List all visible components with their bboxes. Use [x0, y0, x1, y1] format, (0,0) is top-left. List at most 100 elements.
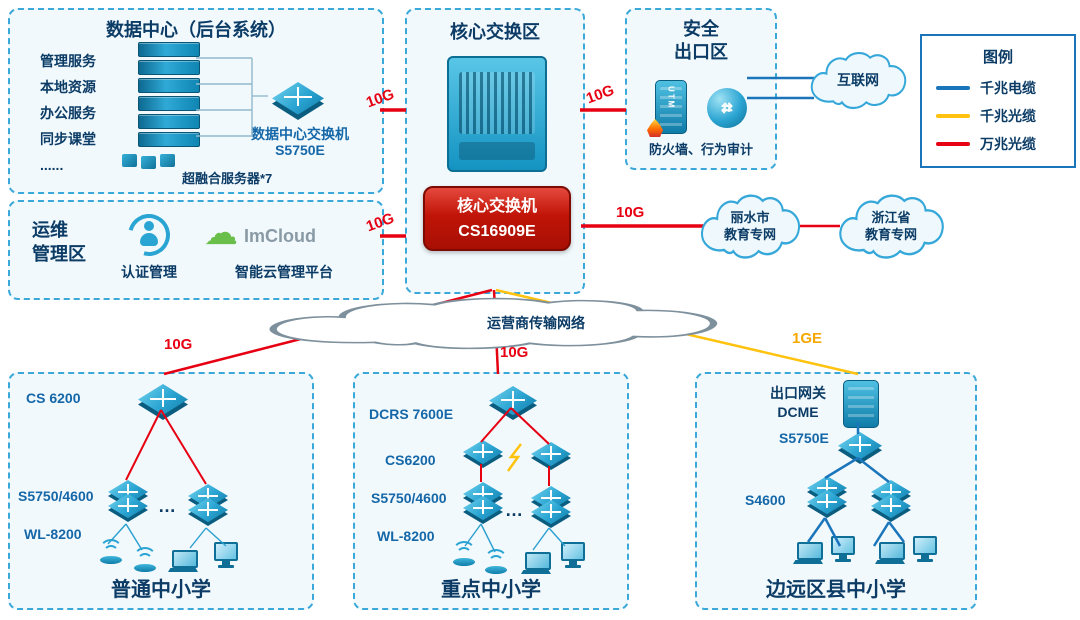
link-label-school1: 10G — [164, 336, 193, 353]
flame-icon — [647, 119, 663, 137]
school-zone-key: DCRS 7600E CS6200 S5750/4600 … WL-8200 重… — [353, 372, 629, 610]
ops-title-line2: 管理区 — [32, 244, 86, 264]
datacenter-service-list: 管理服务 本地资源 办公服务 同步课堂 ...... — [40, 48, 96, 178]
lishui-cloud-label-line2: 教育专网 — [723, 227, 776, 242]
auth-management-icon — [120, 206, 178, 264]
monitor-icon — [214, 542, 238, 568]
imcloud-cloud-icon: ☁ — [204, 214, 238, 252]
lishui-cloud-label-line1: 丽水市 — [730, 210, 770, 225]
datacenter-switch-name: 数据中心交换机 — [251, 126, 349, 142]
stack-switch-icon — [807, 490, 847, 518]
imcloud-brand: ImCloud — [244, 226, 316, 246]
zhejiang-cloud-label-line2: 教育专网 — [864, 227, 917, 242]
legend-label-ten-gig-fiber: 万兆光缆 — [980, 136, 1036, 152]
core-zone: 核心交换区 核心交换机 CS16909E — [405, 8, 585, 294]
school2-wlan-label: WL-8200 — [377, 528, 435, 544]
school3-access-label: S4600 — [745, 492, 786, 508]
school2-core-switch-label: DCRS 7600E — [369, 406, 454, 422]
link-label-school3: 1GE — [792, 330, 823, 347]
laptop-icon — [521, 552, 551, 574]
school1-core-switch-label: CS 6200 — [26, 390, 81, 406]
school1-more: … — [158, 496, 176, 516]
legend-line-blue — [936, 86, 970, 90]
service-item: 本地资源 — [40, 79, 96, 95]
stack-switch-icon — [108, 494, 148, 522]
zhejiang-cloud: 浙江省 教育专网 — [834, 190, 948, 262]
core-switch-model: CS16909E — [458, 222, 536, 240]
monitor-icon — [831, 536, 855, 562]
service-item: 管理服务 — [40, 53, 96, 69]
school1-access-label: S5750/4600 — [18, 488, 94, 504]
monitor-icon — [913, 536, 937, 562]
service-item: 同步课堂 — [40, 131, 96, 147]
service-item: 办公服务 — [40, 105, 96, 121]
school2-more: … — [505, 500, 523, 520]
school3-gateway-switch-label: S5750E — [779, 430, 829, 446]
stack-switch-icon — [531, 500, 571, 528]
school3-switch-icon — [838, 432, 882, 464]
auth-label: 认证管理 — [121, 264, 177, 280]
security-title: 安全 出口区 — [627, 18, 775, 64]
carrier-cloud: 运营商传输网络 — [246, 294, 736, 352]
server-tower-icon — [138, 42, 200, 150]
security-title-line1: 安全 — [683, 19, 719, 39]
security-title-line2: 出口区 — [674, 42, 728, 62]
security-caption: 防火墙、行为审计 — [648, 142, 753, 157]
internet-cloud: 互联网 — [806, 48, 910, 112]
laptop-icon — [875, 542, 905, 564]
agg-switch-icon — [463, 440, 503, 468]
platform-label: 智能云管理平台 — [235, 264, 333, 280]
security-zone: 安全 出口区 UTM ⇄ ⇅ 防火墙、行为审计 — [625, 8, 777, 170]
stack-switch-icon — [463, 496, 503, 524]
monitor-icon — [561, 542, 585, 568]
school1-core-switch-icon — [138, 384, 188, 420]
gateway-label-line2: DCME — [777, 404, 819, 420]
ops-title-line1: 运维 — [32, 220, 68, 240]
school3-gateway-label: 出口网关 DCME — [753, 384, 843, 422]
link-label-core-security: 10G — [583, 81, 617, 108]
laptop-icon — [168, 550, 198, 572]
school2-access-label: S5750/4600 — [371, 490, 447, 506]
server-cube-icon — [141, 156, 156, 169]
server-cube-icon — [122, 154, 137, 167]
wireless-ap-icon — [481, 548, 511, 574]
stack-switch-icon — [871, 494, 911, 522]
datacenter-switch-model: S5750E — [275, 142, 325, 158]
carrier-cloud-label: 运营商传输网络 — [487, 315, 585, 331]
wireless-ap-icon — [130, 546, 160, 572]
zhejiang-cloud-label-line1: 浙江省 — [871, 210, 911, 225]
school-zone-ordinary: CS 6200 S5750/4600 … WL-8200 普通中小学 — [8, 372, 314, 610]
service-item: ...... — [40, 157, 64, 173]
lishui-cloud: 丽水市 教育专网 — [696, 190, 804, 262]
legend-line-red — [936, 142, 970, 146]
datacenter-title: 数据中心（后台系统） — [106, 20, 286, 40]
school1-wlan-label: WL-8200 — [24, 526, 82, 542]
core-title: 核心交换区 — [450, 22, 540, 42]
core-switch-badge: 核心交换机 CS16909E — [423, 186, 571, 251]
server-cube-icon — [160, 154, 175, 167]
link-label-school2: 10G — [500, 344, 529, 361]
school1-title: 普通中小学 — [111, 579, 211, 601]
school2-agg-label: CS6200 — [385, 452, 436, 468]
school2-core-switch-icon — [489, 386, 537, 420]
link-label-core-lishui: 10G — [616, 204, 645, 221]
gateway-icon — [843, 380, 879, 428]
ops-zone: 运维 管理区 认证管理 ☁ ImCloud 智能云管理平台 — [8, 200, 384, 300]
laptop-icon — [793, 542, 823, 564]
gateway-label-line1: 出口网关 — [770, 385, 826, 401]
utm-firewall-icon: UTM — [647, 80, 687, 137]
school2-title: 重点中小学 — [441, 579, 541, 601]
legend-line-yellow — [936, 114, 970, 118]
router-arrows-h: ⇄ — [720, 100, 734, 117]
core-chassis-icon — [447, 56, 547, 172]
utm-label: UTM — [666, 86, 676, 110]
agg-switch-icon — [531, 442, 571, 470]
router-arrows-v: ⇅ — [721, 100, 733, 115]
ops-title: 运维 管理区 — [32, 218, 86, 266]
core-switch-name: 核心交换机 — [456, 198, 537, 215]
wireless-ap-icon — [96, 538, 126, 564]
datacenter-switch-icon — [272, 82, 324, 120]
wireless-ap-icon — [449, 540, 479, 566]
school3-title: 边远区县中小学 — [766, 579, 906, 601]
